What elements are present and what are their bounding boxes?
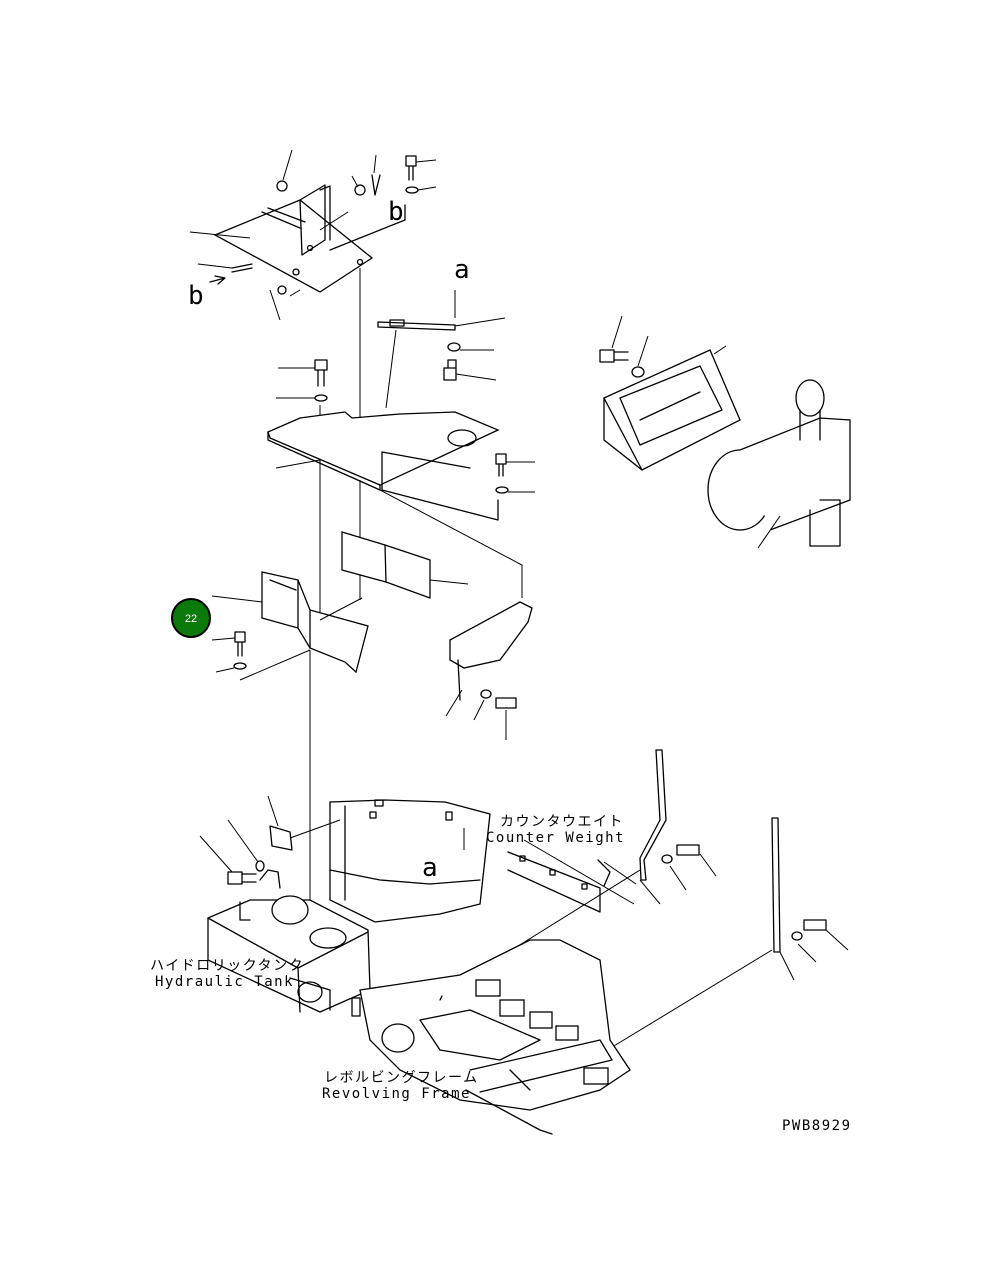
part-callout-22[interactable]: 22: [171, 598, 211, 638]
callout-number: 22: [185, 613, 197, 625]
counter-weight-jp-label: カウンタウエイト: [500, 814, 624, 830]
counter-weight-en-label: Counter Weight: [486, 830, 625, 846]
revolving-frame-jp-label: レボルビングフレーム: [324, 1070, 479, 1086]
hydraulic-tank: [199, 795, 371, 1013]
drawing-number: PWB8929: [782, 1118, 852, 1134]
hydraulic-tank-en-label: Hydraulic Tank: [155, 974, 294, 990]
revolving-frame: [351, 939, 631, 1135]
top-bracket-assembly: [189, 149, 437, 321]
callout-circle[interactable]: [171, 598, 211, 638]
reference-mark-a-top: a: [454, 255, 470, 285]
revolving-frame-en-label: Revolving Frame: [322, 1086, 471, 1102]
reference-mark-b-right: b: [388, 197, 404, 227]
side-panel: [341, 489, 533, 740]
upper-link-arm: [276, 317, 506, 402]
air-cleaner-assembly: [599, 315, 851, 549]
left-bracket: [211, 571, 369, 681]
reference-mark-b-left: b: [188, 281, 204, 311]
hydraulic-tank-jp-label: ハイドロリックタンク: [150, 958, 304, 974]
reference-mark-a-bottom: a: [422, 853, 438, 883]
middle-cover-plate: [267, 411, 535, 521]
counter-weight: [329, 799, 635, 923]
